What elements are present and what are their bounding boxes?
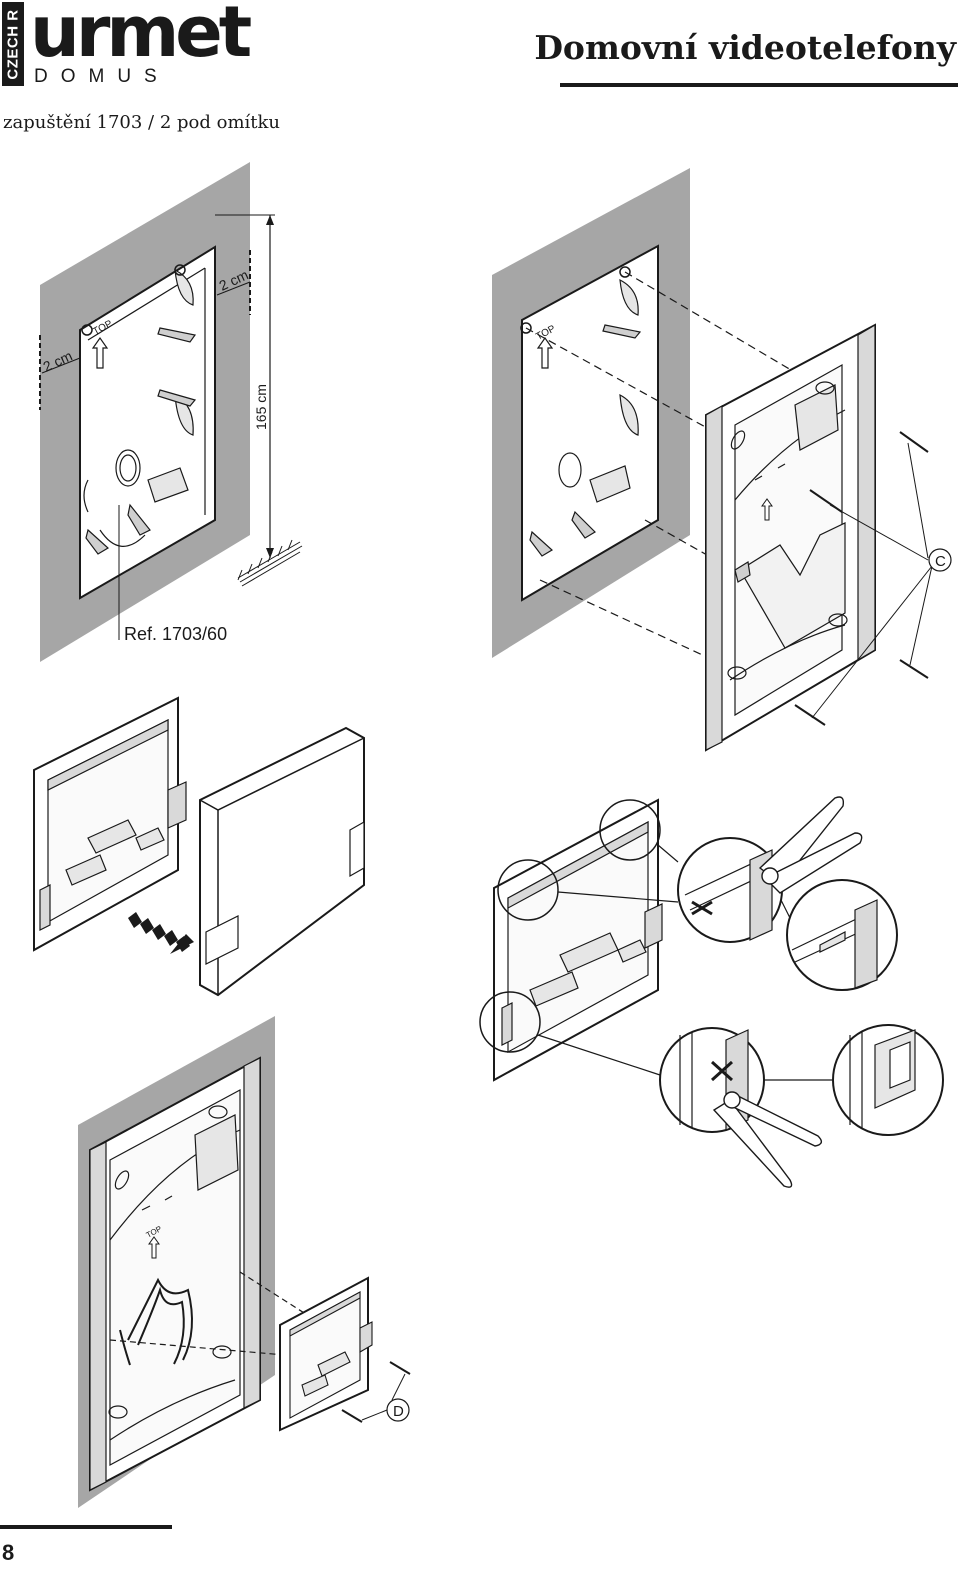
frame-internals — [727, 363, 848, 717]
dim-top-line — [216, 281, 251, 296]
frame-edge — [857, 323, 876, 662]
module-internals — [39, 719, 187, 931]
figure-frame-mount: TOP C — [492, 168, 952, 752]
cover-notch — [349, 820, 365, 878]
footer-rule — [0, 1525, 172, 1529]
screw-hole — [520, 322, 532, 334]
box-internals — [83, 267, 206, 555]
callout-c-label: C — [935, 553, 946, 570]
page-number: 8 — [2, 1540, 15, 1565]
frame-edge — [243, 1057, 261, 1409]
ref-label: Ref. 1703/60 — [124, 624, 227, 644]
floor-hatch — [237, 539, 303, 587]
dim-left-line — [41, 357, 81, 374]
document-title: Domovní videotelefony — [534, 28, 956, 67]
frame-internals — [108, 1088, 241, 1467]
callout-d-leaders — [361, 1373, 406, 1421]
frame-edge — [705, 404, 723, 751]
figure-wall-box-dimensions: TOP 2 cm 2 cm 165 cm Ref. 1703/60 — [39, 162, 303, 662]
brand-subtitle: DOMUS — [34, 66, 170, 87]
country-tab: CZECH R — [2, 2, 24, 86]
callout-d-label: D — [393, 1403, 404, 1420]
detail-result-top-lines — [791, 899, 878, 989]
up-arrow-icon — [536, 336, 554, 369]
up-arrow-icon — [148, 1236, 160, 1259]
figure-module-install: TOP D — [78, 1016, 411, 1508]
callout-c-circle — [928, 548, 952, 572]
frame-edge — [89, 1141, 107, 1491]
detail-result-side-lines — [849, 1029, 916, 1128]
brand-logo: urmet — [30, 0, 252, 73]
box-internals — [529, 278, 642, 557]
up-arrow-icon — [91, 336, 109, 369]
module-internals — [501, 820, 663, 1054]
figure-tab-cutting — [479, 796, 944, 1188]
alignment-lines — [109, 1271, 313, 1356]
callout-circle — [479, 991, 541, 1053]
figure-module-cover — [33, 696, 365, 997]
callout-d-circle — [386, 1398, 410, 1422]
module-internals — [289, 1291, 373, 1419]
callout-circle — [497, 859, 559, 921]
dim-arrow — [266, 548, 274, 558]
screws-d — [341, 1361, 411, 1423]
cutter-icon — [758, 796, 863, 894]
screw-hole — [619, 266, 631, 278]
cutter-icon — [712, 1091, 823, 1188]
dim-height-label: 165 cm — [253, 384, 269, 430]
country-tab-label: CZECH R — [4, 8, 22, 80]
section-title: zapuštění 1703 / 2 pod omítku — [3, 112, 281, 133]
dim-arrow — [266, 215, 274, 225]
callout-c-leaders — [811, 442, 933, 719]
up-arrow-icon — [761, 498, 773, 521]
cover-box — [199, 726, 365, 997]
callout-circle — [599, 799, 661, 861]
cover-slot — [205, 915, 239, 965]
slide-arrow-icon — [128, 912, 194, 954]
title-rule — [560, 83, 958, 87]
screw-hole — [174, 264, 186, 276]
screw-hole — [81, 324, 93, 336]
